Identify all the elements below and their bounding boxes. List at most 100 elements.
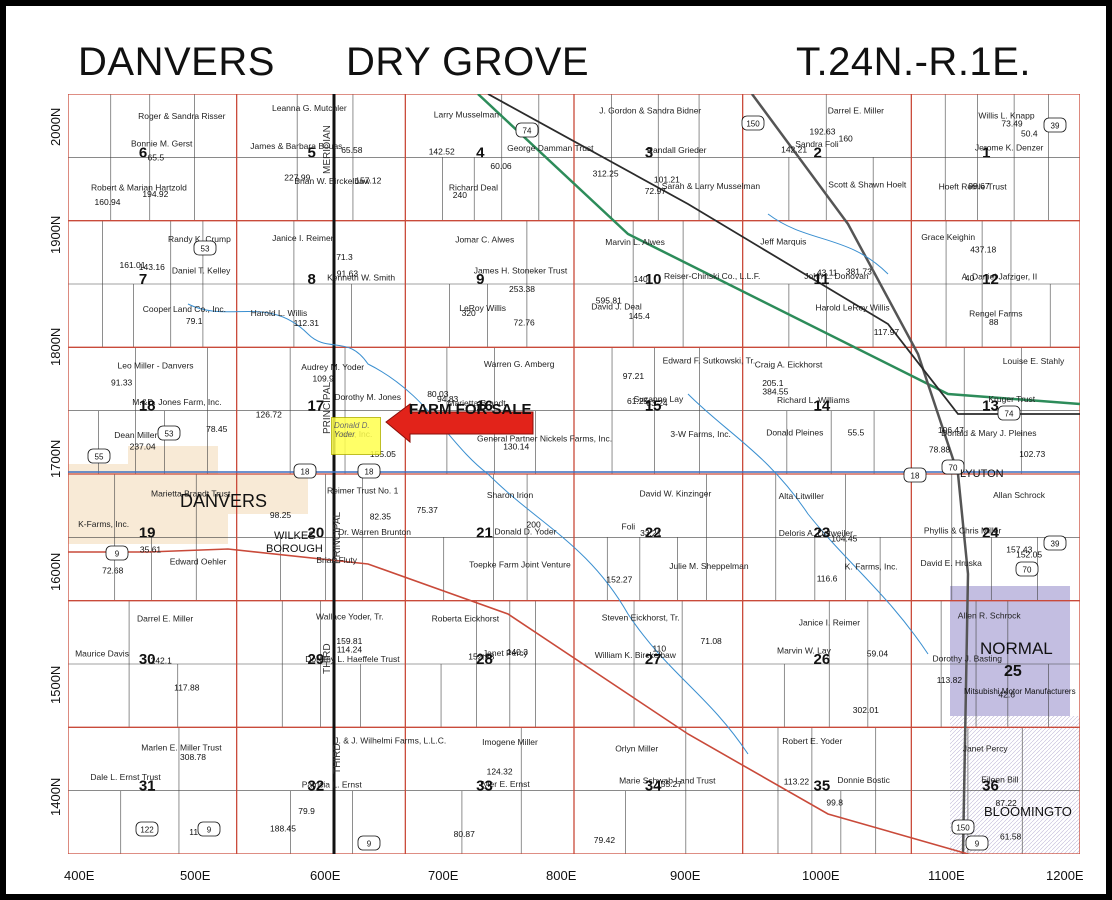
owner-label: J. Gordon & Sandra Bidner — [599, 105, 701, 115]
owner-label: Richard Deal — [449, 183, 498, 193]
section-number: 12 — [982, 271, 999, 288]
acreage-label: 87.22 — [996, 798, 1018, 808]
svg-text:9: 9 — [367, 840, 372, 849]
acreage-label: 117.88 — [174, 683, 200, 693]
owner-label: Marlen E. Miller Trust — [141, 743, 222, 753]
svg-text:53: 53 — [201, 245, 210, 254]
svg-text:53: 53 — [165, 430, 174, 439]
creek — [767, 213, 889, 275]
acreage-label: 101.21 — [654, 174, 680, 184]
normal-label: NORMAL — [980, 639, 1053, 658]
owner-label: James H. Stoneker Trust — [474, 266, 568, 276]
svg-text:18: 18 — [301, 468, 310, 477]
x-axis-label: 1200E — [1046, 868, 1084, 883]
acreage-label: 59.04 — [867, 648, 889, 658]
acreage-label: 194.92 — [142, 189, 168, 199]
owner-label: Harold L. Willis — [251, 308, 308, 318]
section-lines — [67, 93, 1081, 855]
owner-label: Roger & Sandra Risser — [138, 111, 226, 121]
owner-label: M.&D. Jones Farm, Inc. — [132, 397, 221, 407]
acreage-label: 227.99 — [284, 173, 310, 183]
acreage-label: 308.78 — [180, 752, 206, 762]
title-dry-grove: DRY GROVE — [346, 40, 590, 84]
owner-label: Allan Schrock — [993, 490, 1046, 500]
acreage-label: 88 — [989, 317, 999, 327]
acreage-label: 71.08 — [701, 636, 723, 646]
owner-label: Dorothy M. Jones — [334, 392, 401, 402]
owner-label: Brian Fluty — [316, 555, 357, 565]
section-number: 32 — [308, 778, 325, 795]
svg-text:122: 122 — [140, 826, 154, 835]
x-axis-label: 900E — [670, 868, 701, 883]
acreage-label: 152.38 — [468, 652, 494, 662]
owner-label: K. Farms, Inc. — [845, 561, 898, 571]
owner-label: Audrey M. Yoder — [301, 362, 364, 372]
acreage-label: 60.06 — [490, 161, 512, 171]
farm-parcel-highlight[interactable]: Donald D. Yoder — [331, 417, 381, 455]
owner-label: Orlyn Miller — [615, 744, 658, 754]
y-axis-label: 1600N — [48, 552, 63, 591]
owner-label: Harold LeRoy Willis — [816, 303, 890, 313]
acreage-label: 160 — [839, 133, 853, 143]
y-axis-label: 1500N — [48, 665, 63, 704]
section-number: 30 — [139, 651, 156, 668]
owner-label: Phyllis & Chris Miller — [924, 526, 1002, 536]
section-number: 23 — [814, 524, 831, 541]
acreage-label: 117.97 — [874, 327, 900, 337]
acreage-label: 104.45 — [831, 533, 857, 543]
creek — [687, 393, 929, 655]
acreage-label: 152.27 — [606, 575, 632, 585]
section-number: 6 — [139, 144, 147, 161]
acreage-label: 75.37 — [417, 505, 439, 515]
acreage-label: 91.63 — [337, 268, 359, 278]
owner-label: Alta Litwiller — [779, 491, 825, 501]
owner-label: Donnie Bostic — [837, 775, 890, 785]
x-axis-label: 600E — [310, 868, 341, 883]
title-township-range: T.24N.-R.1E. — [796, 40, 1031, 84]
section-number: 26 — [814, 651, 831, 668]
wilkes-label: WILKES — [274, 530, 316, 542]
owner-label: Toepke Farm Joint Venture — [469, 560, 571, 570]
owner-label: Marietta Brandt Trust — [151, 488, 231, 498]
acreage-label: 83.24 — [646, 398, 668, 408]
acreage-label: 595.81 — [596, 295, 622, 305]
owner-label: Deloris A. Detweiler — [779, 528, 853, 538]
owner-label: Cooper Land Co., Inc. — [143, 304, 226, 314]
acreage-label: 237.04 — [130, 441, 156, 451]
acreage-label: 205.1 — [762, 378, 784, 388]
owner-label: Darrel E. Miller — [137, 613, 193, 623]
acreage-label: 384.55 — [762, 386, 788, 396]
acreage-label: 65.58 — [341, 145, 363, 155]
acreage-label: 157.43 — [1006, 544, 1032, 554]
owner-label: Randy K. Crump — [168, 234, 231, 244]
owner-label: Marvin W. Lay — [777, 646, 832, 656]
acreage-label: 91.33 — [111, 378, 133, 388]
owner-label: David J. Deal — [591, 301, 642, 311]
svg-text:74: 74 — [523, 127, 532, 136]
acreage-label: 242.1 — [151, 655, 173, 665]
svg-text:18: 18 — [365, 468, 374, 477]
acreage-label: 188.45 — [270, 824, 296, 834]
owner-label: Marvin L. Alwes — [605, 237, 665, 247]
section-number: 34 — [645, 778, 662, 795]
highway-shield: 18 — [293, 463, 317, 479]
owner-label: Brian W. Birckelbaw — [294, 176, 370, 186]
acreage-label: 94.83 — [437, 394, 459, 404]
highway-shield: 18 — [357, 463, 381, 479]
svg-text:9: 9 — [975, 840, 980, 849]
svg-text:74: 74 — [1005, 410, 1014, 419]
owner-label: David W. Kinzinger — [640, 489, 712, 499]
acreage-label: 72.97 — [645, 186, 667, 196]
owner-label: Kenneth W. Smith — [327, 272, 395, 282]
acreage-label: 140.3 — [507, 647, 529, 657]
x-axis-label: 400E — [64, 868, 95, 883]
acreage-label: 113.22 — [784, 777, 810, 787]
owner-label: J. & J. Wilhelmi Farms, L.L.C. — [334, 736, 446, 746]
acreage-label: 140 — [634, 274, 648, 284]
normal-city-area — [950, 586, 1070, 716]
highway-shield: 9 — [965, 835, 989, 851]
owner-label: Tyler E. Ernst — [479, 779, 531, 789]
